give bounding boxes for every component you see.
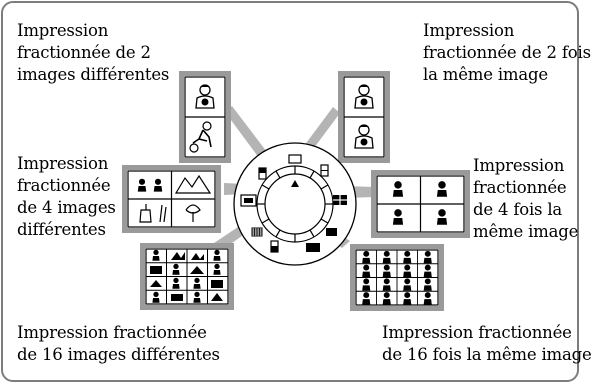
four-split-same-icon — [333, 195, 347, 205]
sixteen-split-same-icon — [306, 243, 320, 252]
dial-tick — [320, 184, 329, 190]
sixteen-split-different-icon — [251, 227, 263, 237]
thumbnail-16-same — [350, 244, 444, 311]
dial-tick — [309, 170, 315, 179]
two-split-icon — [258, 167, 267, 180]
label-line: de 4 fois la — [473, 200, 563, 219]
label-line: la même image — [423, 65, 548, 84]
dial-tick — [261, 184, 270, 190]
two-split-same-icon — [320, 164, 329, 177]
dial-tick — [309, 229, 315, 238]
label-split-2-same: Impression fractionnée de 2 fois la même… — [423, 20, 591, 86]
dial-tick — [261, 218, 270, 224]
label-split-16-same: Impression fractionnée de 16 fois la mêm… — [382, 322, 592, 366]
mode-dial — [233, 142, 357, 266]
dial-tick — [275, 170, 281, 179]
label-line: Impression — [473, 156, 565, 175]
label-split-2-different: Impression fractionnée de 2 images diffé… — [17, 20, 169, 86]
four-split-different-icon — [326, 228, 337, 236]
label-line: Impression — [17, 21, 109, 40]
label-line: images différentes — [17, 65, 170, 84]
label-line: même image — [473, 222, 579, 241]
label-line: de 16 images différentes — [17, 345, 220, 364]
two-split-different-icon — [270, 240, 279, 253]
thumbnail-16-different — [140, 243, 234, 310]
label-line: Impression — [423, 21, 515, 40]
label-line: fractionnée de 2 fois — [423, 43, 591, 62]
label-line: de 4 images — [17, 198, 116, 217]
dial-mode-icon — [240, 194, 257, 207]
label-split-4-different: Impression fractionnée de 4 images diffé… — [17, 153, 116, 241]
label-line: Impression fractionnée — [382, 323, 572, 342]
label-line: différentes — [17, 220, 106, 239]
thumbnail-2-same — [338, 71, 390, 163]
label-split-4-same: Impression fractionnée de 4 fois la même… — [473, 155, 578, 243]
label-split-16-different: Impression fractionnée de 16 images diff… — [17, 322, 220, 366]
diagram-frame — [1, 1, 579, 382]
single-image-icon — [288, 154, 302, 164]
label-line: de 16 fois la même image — [382, 345, 592, 364]
dial-tick — [320, 218, 329, 224]
label-line: Impression fractionnée — [17, 323, 207, 342]
dial-tick — [275, 229, 281, 238]
label-line: fractionnée — [17, 176, 111, 195]
label-line: fractionnée — [473, 178, 567, 197]
label-line: fractionnée de 2 — [17, 43, 151, 62]
label-line: Impression — [17, 154, 109, 173]
thumbnail-4-same — [371, 170, 470, 238]
thumbnail-2-different — [179, 71, 231, 163]
thumbnail-4-different — [122, 165, 221, 233]
